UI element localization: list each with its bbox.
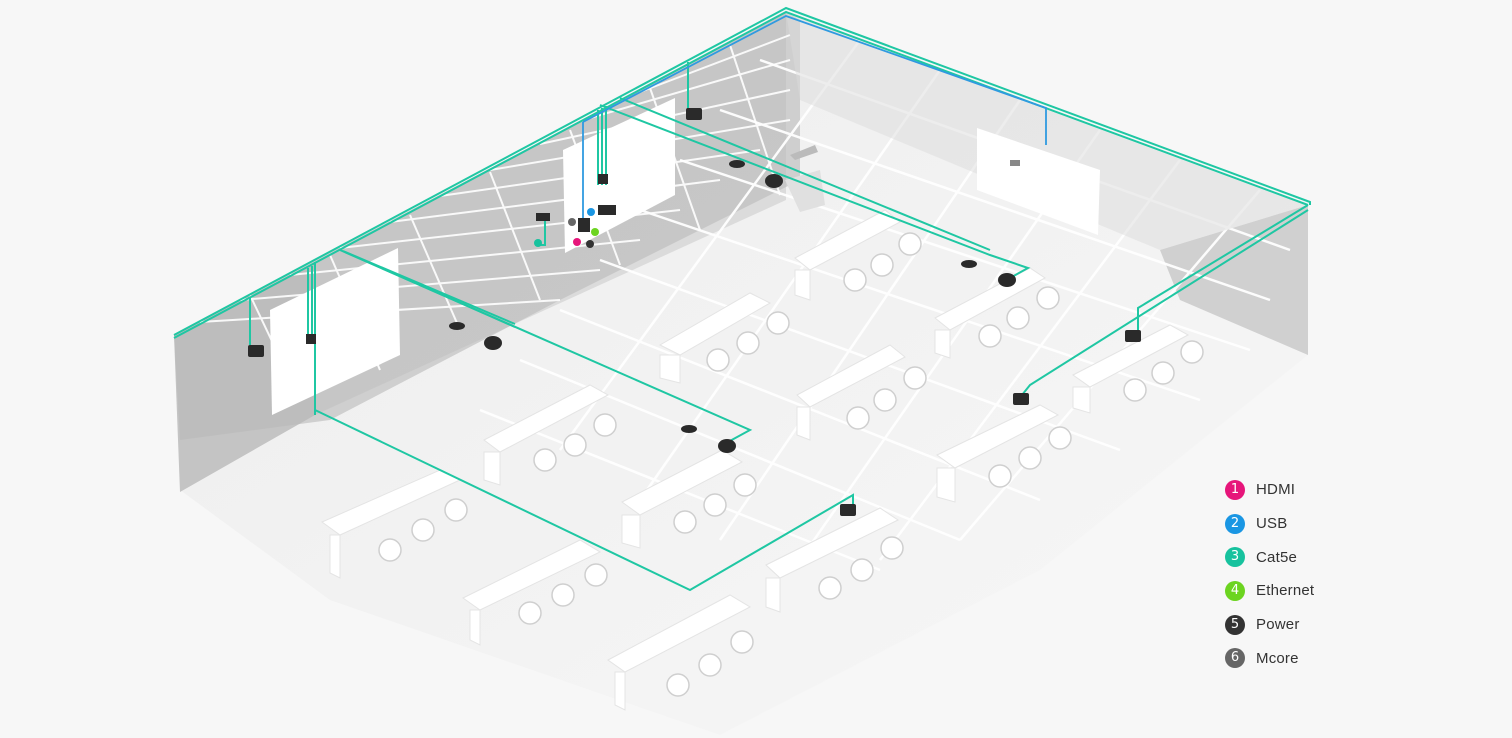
ceiling-right (786, 12, 1308, 250)
cable-legend: 1 HDMI 2 USB 3 Cat5e 4 Ethernet 5 Power … (1225, 479, 1314, 669)
cat5e-cables (173, 6, 1311, 592)
legend-label: USB (1256, 515, 1288, 533)
legend-label: HDMI (1256, 481, 1296, 499)
legend-item-usb: 2 USB (1225, 513, 1314, 535)
projector (1010, 160, 1020, 166)
screen-right (977, 128, 1100, 235)
legend-badge: 5 (1225, 614, 1245, 635)
legend-item-ethernet: 4 Ethernet (1225, 580, 1314, 602)
desks (320, 209, 1190, 711)
legend-item-hdmi: 1 HDMI (1225, 479, 1314, 501)
rack-markers (534, 208, 599, 248)
legend-label: Cat5e (1256, 548, 1298, 566)
legend-item-cat5e: 3 Cat5e (1225, 546, 1314, 568)
legend-item-power: 5 Power (1225, 614, 1314, 636)
legend-badge: 6 (1225, 648, 1245, 669)
legend-label: Mcore (1256, 649, 1299, 667)
legend-item-mcore: 6 Mcore (1225, 647, 1314, 669)
legend-badge: 1 (1225, 479, 1245, 500)
screen-left (270, 248, 400, 415)
legend-label: Power (1256, 616, 1300, 634)
lectern-top (790, 145, 818, 160)
usb-cables (582, 15, 1047, 218)
legend-label: Ethernet (1256, 582, 1315, 600)
equipment (248, 108, 1141, 516)
legend-badge: 3 (1225, 547, 1245, 568)
legend-badge: 2 (1225, 513, 1245, 534)
legend-badge: 4 (1225, 580, 1245, 601)
chairs (378, 232, 1204, 697)
